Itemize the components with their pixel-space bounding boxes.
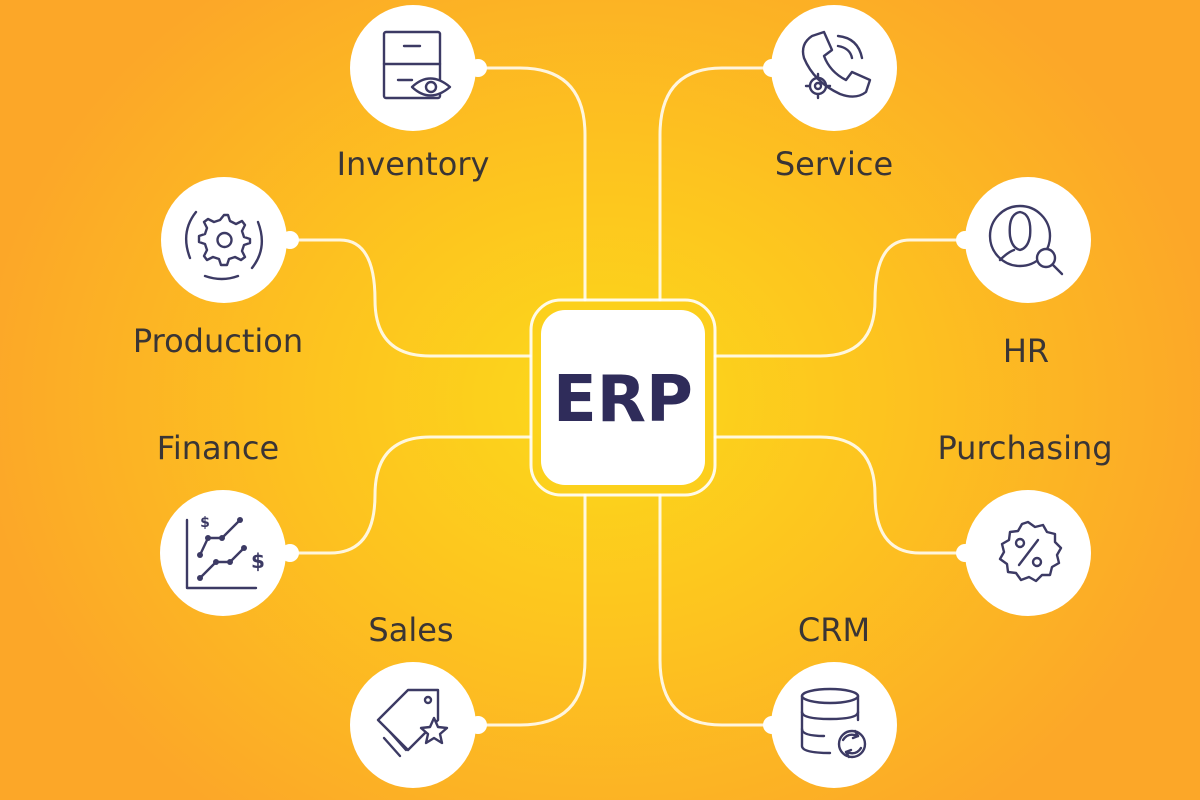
module-label-sales: Sales	[368, 611, 453, 649]
module-service: Service	[763, 5, 897, 183]
module-crm: CRM	[763, 611, 897, 788]
hub-label: ERP	[553, 363, 693, 437]
drawer-eye-icon	[382, 30, 452, 100]
module-label-finance: Finance	[157, 429, 279, 467]
connector-hr	[713, 238, 967, 358]
module-purchasing: Purchasing	[937, 429, 1113, 616]
module-hr: HR	[956, 177, 1091, 370]
connector-purchasing	[713, 435, 967, 555]
connector-production	[288, 238, 532, 358]
gear-cycle-icon	[184, 210, 264, 281]
erp-hub: ERP	[529, 298, 717, 497]
price-tag-star-icon	[376, 688, 449, 758]
percent-badge-icon	[998, 520, 1063, 583]
phone-gear-icon	[801, 30, 872, 100]
dollar-sign-small: $	[200, 515, 210, 531]
dollar-sign-large: $	[251, 549, 265, 573]
connector-service	[658, 66, 774, 302]
connector-inventory	[476, 66, 587, 302]
person-search-icon	[988, 204, 1064, 276]
database-sync-icon	[800, 687, 867, 759]
module-label-service: Service	[775, 145, 893, 183]
module-finance: $ $ Finance	[157, 429, 299, 616]
module-inventory: Inventory	[337, 5, 490, 183]
module-label-production: Production	[133, 322, 303, 360]
module-label-purchasing: Purchasing	[937, 429, 1112, 467]
module-production: Production	[133, 177, 303, 360]
module-sales: Sales	[350, 611, 487, 788]
module-label-inventory: Inventory	[337, 145, 490, 183]
connector-sales	[476, 493, 587, 727]
connector-crm	[658, 493, 774, 727]
connector-finance	[288, 435, 532, 555]
connector-lines	[288, 66, 967, 727]
module-label-crm: CRM	[798, 611, 870, 649]
module-label-hr: HR	[1003, 332, 1049, 370]
dollar-chart-icon: $ $	[185, 515, 265, 590]
